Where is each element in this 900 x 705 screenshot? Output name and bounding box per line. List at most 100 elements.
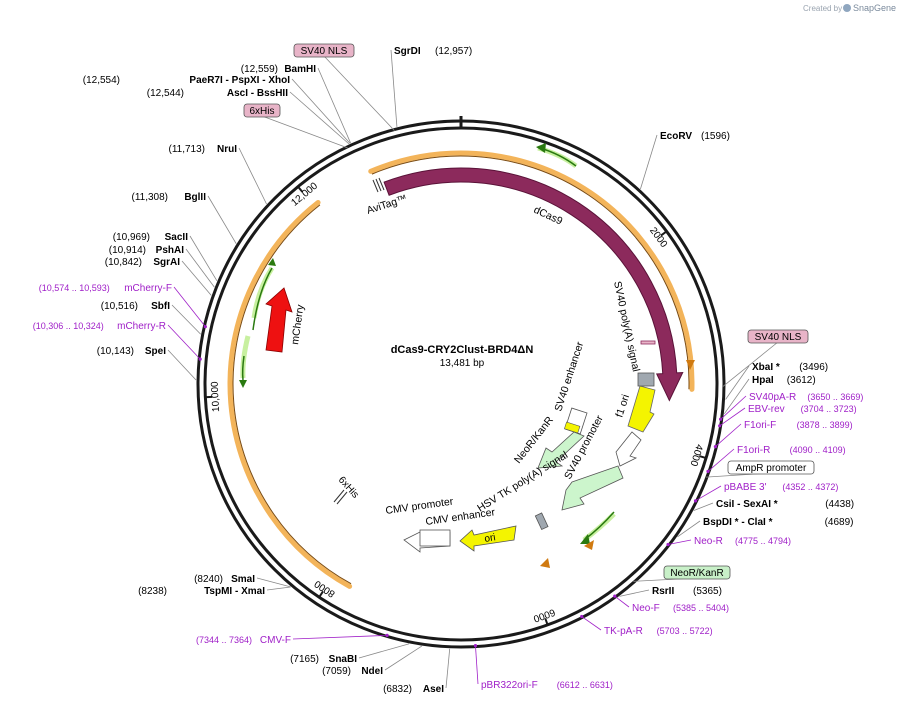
primer-label[interactable]: mCherry-F(10,574 .. 10,593) [39, 283, 172, 294]
primer-label[interactable]: Neo-F(5385 .. 5404) [632, 603, 729, 614]
leader-line [384, 645, 423, 671]
leader-line [722, 341, 779, 387]
primer-label[interactable]: F1ori-F(3878 .. 3899) [744, 420, 853, 431]
sv40-polya-box[interactable] [637, 372, 655, 387]
cmv-enhancer-box[interactable] [419, 529, 451, 547]
restriction-site-label[interactable]: NruI(11,713) [168, 144, 237, 155]
hsv-tk-box[interactable] [534, 512, 549, 531]
site-name: SgrAI [153, 257, 180, 268]
leader-line [677, 520, 701, 538]
restriction-site-label[interactable]: AscI - BssHII(12,544) [147, 88, 288, 99]
primer-label[interactable]: pBR322ori-F(6612 .. 6631) [481, 680, 613, 691]
primer-marker [473, 644, 478, 648]
primer-name: Neo-R [694, 536, 723, 547]
leader-line [189, 235, 218, 282]
primer-position: (10,574 .. 10,593) [39, 283, 110, 293]
neo-kan-arrow[interactable] [537, 431, 585, 469]
primer-position: (3878 .. 3899) [797, 420, 853, 430]
feature-tag-text: SV40 NLS [301, 46, 348, 57]
leader-line [693, 502, 714, 511]
site-position: (12,554) [83, 75, 120, 86]
restriction-site-label[interactable]: CsiI - SexAI *(4438) [716, 499, 854, 510]
restriction-site-label[interactable]: RsrII(5365) [652, 586, 722, 597]
primer-label[interactable]: pBABE 3'(4352 .. 4372) [724, 482, 838, 493]
primer-label[interactable]: F1ori-R(4090 .. 4109) [737, 445, 846, 456]
inner-features [265, 287, 656, 553]
restriction-site-label[interactable]: SpeI(10,143) [97, 346, 166, 357]
feature-tag-label[interactable]: SV40 NLS [293, 43, 355, 58]
plasmid-name: dCas9-CRY2Clust-BRD4ΔN [391, 344, 534, 356]
restriction-site-label[interactable]: SgrAI(10,842) [105, 257, 180, 268]
feature-tag-box [293, 43, 355, 58]
site-name: CsiI - SexAI * [716, 499, 778, 510]
dcas9-feature-arrow[interactable] [383, 167, 684, 402]
restriction-site-label[interactable]: SnaBI(7165) [290, 654, 357, 665]
restriction-site-label[interactable]: SmaI(8240) [194, 574, 255, 585]
mcherry-arrow[interactable] [265, 287, 293, 353]
ori-label: ori [484, 532, 497, 545]
restriction-site-label[interactable]: PaeR7I - PspXI - XhoI(12,554) [83, 75, 290, 86]
primer-marker [580, 614, 584, 619]
leader-line [292, 634, 388, 640]
feature-tag-label[interactable]: 6xHis [243, 103, 281, 118]
leader-line [667, 539, 692, 545]
ori-arrow[interactable] [459, 525, 517, 552]
primer-position: (6612 .. 6631) [557, 680, 613, 690]
restriction-site-label[interactable]: BglII(11,308) [131, 192, 206, 203]
primer-marker [693, 499, 698, 503]
ampr-promoter-arrow[interactable] [615, 431, 642, 467]
feature-tag-label[interactable]: NeoR/KanR [663, 565, 731, 580]
primer-label[interactable]: Neo-R(4775 .. 4794) [694, 536, 791, 547]
site-position: (8238) [138, 586, 167, 597]
leader-line [266, 586, 291, 591]
site-name: SmaI [231, 574, 255, 585]
primer-position: (4352 .. 4372) [782, 482, 838, 492]
primer-marker [613, 594, 617, 598]
site-name: HpaI [752, 375, 774, 386]
primer-name: TK-pA-R [604, 626, 643, 637]
primer-label[interactable]: mCherry-R(10,306 .. 10,324) [33, 321, 166, 332]
primer-label[interactable]: TK-pA-R(5703 .. 5722) [604, 626, 713, 637]
orange-arc-upper [368, 150, 695, 392]
site-name: NruI [217, 144, 237, 155]
site-position: (10,969) [113, 232, 150, 243]
orange-ring-arrowheads [540, 360, 695, 568]
leader-line [390, 49, 398, 127]
restriction-site-label[interactable]: BspDI * - ClaI *(4689) [703, 517, 854, 528]
feature-tag-label[interactable]: SV40 NLS [747, 329, 809, 344]
restriction-site-label[interactable]: PshAI(10,914) [109, 245, 184, 256]
primer-label[interactable]: CMV-F(7344 .. 7364) [196, 635, 291, 646]
restriction-site-label[interactable]: EcoRV(1596) [660, 131, 730, 142]
restriction-site-label[interactable]: AseI(6832) [383, 684, 444, 695]
restriction-site-label[interactable]: XbaI *(3496) [752, 362, 828, 373]
site-name: NdeI [361, 666, 383, 677]
primer-label[interactable]: EBV-rev(3704 .. 3723) [748, 404, 857, 415]
feature-tag-text: 6xHis [249, 106, 274, 117]
leader-line [619, 589, 650, 597]
site-position: (4689) [825, 517, 854, 528]
restriction-site-label[interactable]: NdeI(7059) [322, 666, 383, 677]
primer-marker [385, 633, 389, 637]
restriction-site-label[interactable]: BamHI(12,559) [241, 64, 316, 75]
leader-line [719, 407, 746, 427]
site-position: (12,544) [147, 88, 184, 99]
restriction-site-label[interactable]: SacII(10,969) [113, 232, 188, 243]
restriction-site-label[interactable]: SbfI(10,516) [101, 301, 170, 312]
restriction-site-label[interactable]: TspMI - XmaI(8238) [138, 586, 265, 597]
tick-mark [317, 590, 324, 599]
leader-line [695, 485, 722, 502]
primer-label[interactable]: SV40pA-R(3650 .. 3669) [749, 392, 863, 403]
site-name: SnaBI [329, 654, 358, 665]
restriction-site-label[interactable]: SgrDI(12,957) [394, 46, 472, 57]
site-name: EcoRV [660, 131, 692, 142]
feature-tag-label[interactable]: AmpR promoter [727, 460, 815, 475]
sv40-polya-label: SV40 poly(A) signal [611, 280, 642, 373]
leader-line [171, 304, 201, 335]
tick-label: 6000 [531, 606, 556, 624]
sv40-nls-mark [640, 340, 656, 345]
f1-ori-arrow[interactable] [627, 385, 656, 433]
site-position: (12,559) [241, 64, 278, 75]
sv40-promoter-arrow[interactable] [561, 465, 624, 511]
restriction-site-label[interactable]: HpaI(3612) [752, 375, 816, 386]
